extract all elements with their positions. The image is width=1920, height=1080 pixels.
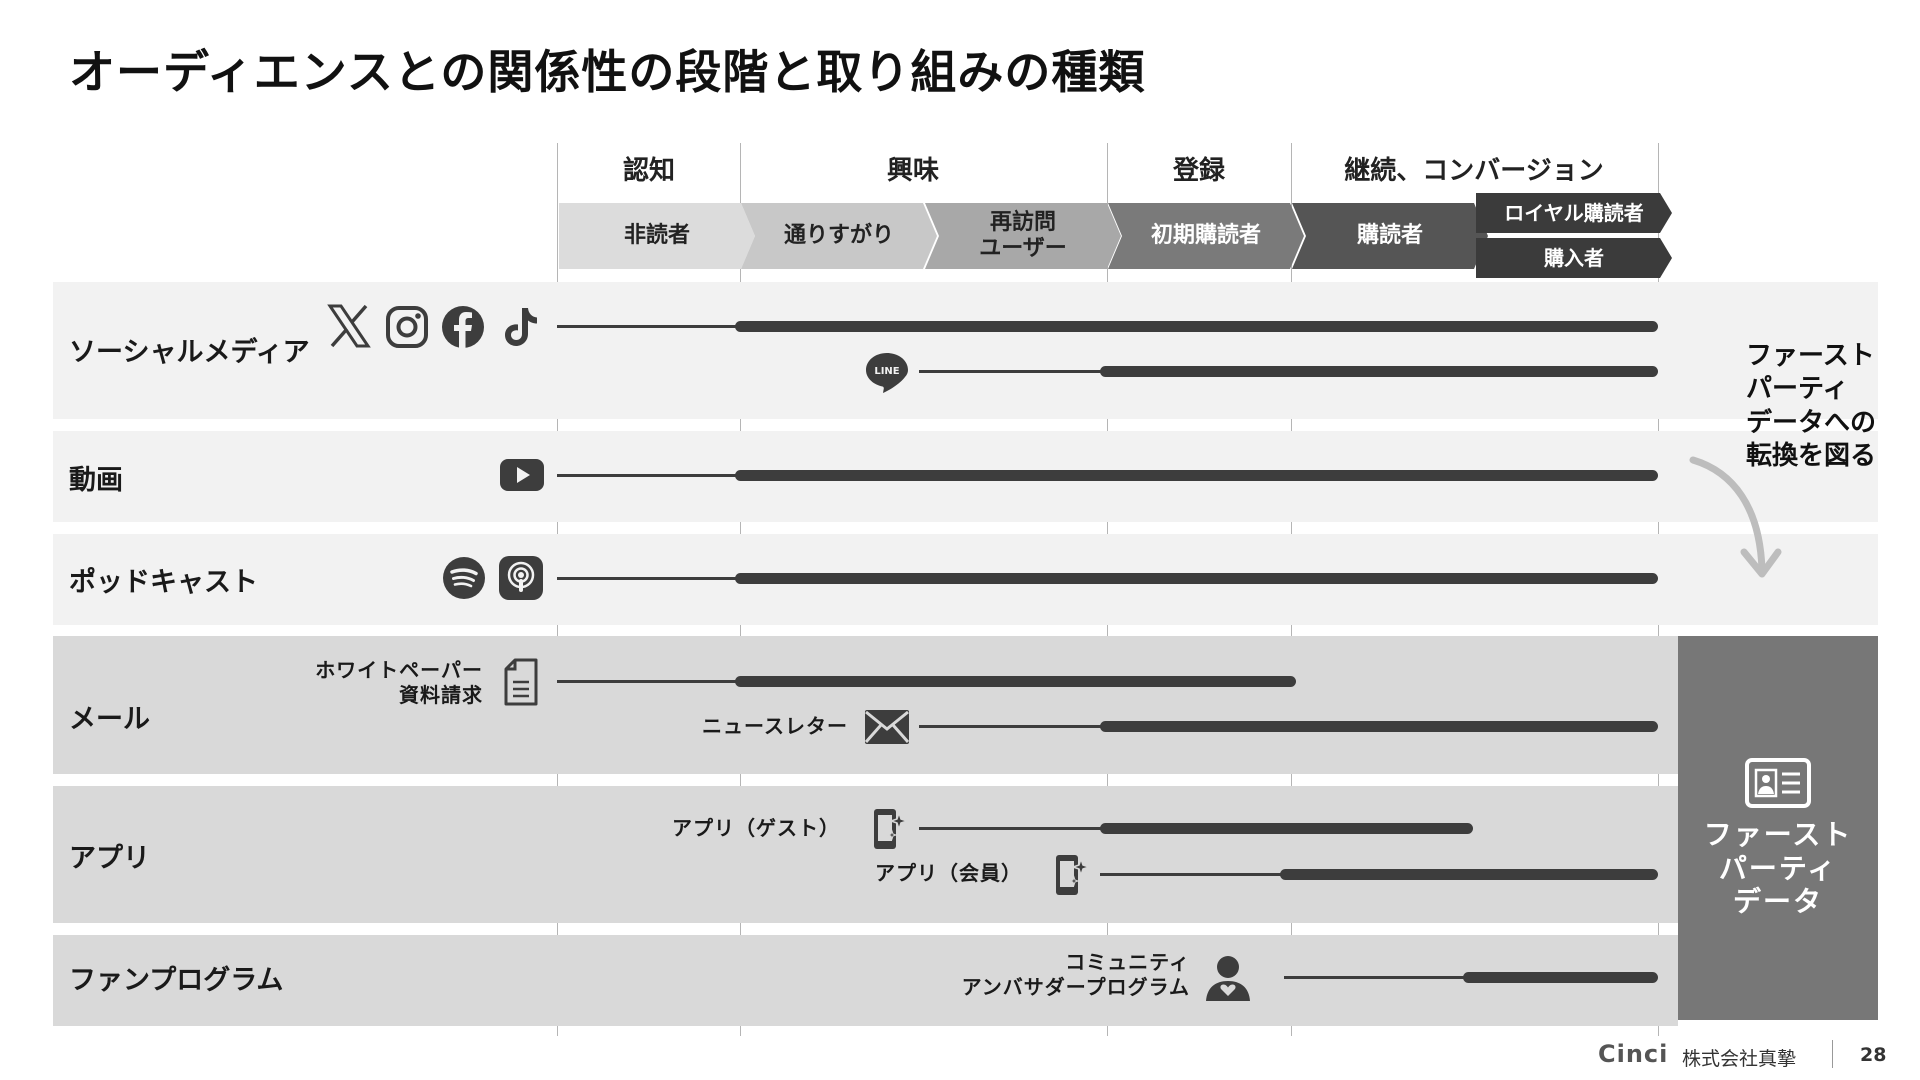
social-line-thin xyxy=(557,325,747,328)
app-member-line-thin xyxy=(1100,873,1300,876)
smartphone-sparkle-icon xyxy=(874,809,908,849)
row-label-mail: メール xyxy=(69,704,150,735)
row-label-app: アプリ xyxy=(69,843,150,874)
footer-divider xyxy=(1832,1040,1833,1068)
curved-arrow-icon xyxy=(1689,456,1782,578)
segment-purchaser-label: 購入者 xyxy=(1544,246,1604,270)
app-guest-line-thick xyxy=(1100,823,1473,834)
segment-revisit: 再訪問ユーザー xyxy=(925,203,1121,269)
segment-subscriber: 購読者 xyxy=(1292,203,1488,269)
page-title: オーディエンスとの関係性の段階と取り組みの種類 xyxy=(69,45,1146,99)
newsletter-label: ニュースレター xyxy=(702,714,848,738)
community-label: コミュニティ アンバサダープログラム xyxy=(962,950,1190,1000)
app-guest-line-thin xyxy=(919,827,1119,830)
row-label-fan: ファンプログラム xyxy=(69,965,284,996)
document-icon xyxy=(504,658,538,706)
conversion-note-line4: 転換を図る xyxy=(1746,440,1877,471)
community-label-line2: アンバサダープログラム xyxy=(961,975,1190,999)
row-label-video: 動画 xyxy=(69,465,123,496)
row-band-mail xyxy=(53,636,1678,774)
whitepaper-line-thick xyxy=(735,676,1296,687)
podcast-line-thick xyxy=(735,573,1658,584)
app-member-label: アプリ（会員） xyxy=(875,861,1022,885)
row-band-social xyxy=(53,282,1878,419)
segment-passerby-label: 通りすがり xyxy=(783,222,894,248)
conversion-note-line3: データへの xyxy=(1746,407,1877,438)
line-icon-text: LINE xyxy=(874,366,899,377)
conversion-note-line1: ファースト xyxy=(1746,341,1875,371)
page-number: 28 xyxy=(1860,1044,1887,1066)
community-label-line1: コミュニティ xyxy=(1065,950,1190,974)
stage-continuation-label: 継続、コンバージョン xyxy=(1344,156,1604,186)
whitepaper-label: ホワイトペーパー 資料請求 xyxy=(315,658,483,708)
row-band-fan xyxy=(53,935,1678,1026)
newsletter-line-thin xyxy=(919,725,1119,728)
first-party-data-line2: パーティ xyxy=(1718,851,1838,885)
video-line-thick xyxy=(735,470,1658,481)
tiktok-icon xyxy=(505,308,537,346)
x-icon xyxy=(327,304,371,348)
social-line-thick xyxy=(735,321,1658,332)
first-party-data-label: ファースト パーティ データ xyxy=(1678,818,1878,919)
footer-logo: Cinci xyxy=(1598,1040,1669,1068)
instagram-icon xyxy=(386,306,428,348)
community-line-thin xyxy=(1284,976,1484,979)
id-card-icon xyxy=(1745,758,1811,808)
smartphone-sparkle-icon xyxy=(1056,855,1090,895)
segment-initial-subscriber: 初期購読者 xyxy=(1108,203,1304,269)
newsletter-line-thick xyxy=(1100,721,1658,732)
row-label-podcast: ポッドキャスト xyxy=(69,567,258,598)
footer-company: 株式会社真摯 xyxy=(1682,1048,1797,1070)
segment-revisit-label: 再訪問ユーザー xyxy=(979,210,1067,263)
segment-loyal-subscriber-label: ロイヤル購読者 xyxy=(1504,201,1644,225)
segment-revisit-line1: 再訪問 xyxy=(989,209,1056,235)
row-band-app xyxy=(53,786,1678,923)
facebook-icon xyxy=(442,306,484,348)
spotify-icon xyxy=(443,557,485,599)
segment-initial-subscriber-label: 初期購読者 xyxy=(1150,222,1261,248)
stage-divider-overlay xyxy=(557,625,558,636)
whitepaper-label-line1: ホワイトペーパー xyxy=(315,658,483,682)
video-line-thin xyxy=(557,474,747,477)
envelope-icon xyxy=(864,710,910,744)
line-app-icon: LINE xyxy=(866,353,908,393)
app-guest-label: アプリ（ゲスト） xyxy=(672,816,840,840)
stage-awareness-label: 認知 xyxy=(622,156,676,186)
segment-revisit-line2: ユーザー xyxy=(979,236,1067,261)
whitepaper-label-line2: 資料請求 xyxy=(399,683,483,707)
podcast-line-thin xyxy=(557,577,747,580)
segment-subscriber-label: 購読者 xyxy=(1356,222,1423,248)
community-line-thick xyxy=(1463,972,1658,983)
segment-non-reader-label: 非読者 xyxy=(623,222,690,248)
segment-passerby: 通りすがり xyxy=(741,203,937,269)
stage-interest-label: 興味 xyxy=(886,156,940,186)
conversion-note: ファースト パーティ データへの 転換を図る xyxy=(1746,340,1876,473)
conversion-note-line2: パーティ xyxy=(1746,374,1849,405)
segment-non-reader: 非読者 xyxy=(559,203,755,269)
ambassador-person-icon xyxy=(1206,956,1250,1001)
stage-divider-overlay xyxy=(557,419,558,431)
stage-divider-overlay xyxy=(557,522,558,534)
line-app-line-thin xyxy=(919,370,1119,373)
row-label-social: ソーシャルメディア xyxy=(69,337,310,368)
youtube-icon xyxy=(500,459,544,491)
segment-purchaser: 購入者 xyxy=(1476,238,1672,278)
app-member-line-thick xyxy=(1280,869,1658,880)
line-app-line-thick xyxy=(1100,366,1658,377)
segment-loyal-subscriber: ロイヤル購読者 xyxy=(1476,193,1672,233)
first-party-data-line3: データ xyxy=(1732,885,1823,919)
whitepaper-line-thin xyxy=(557,680,747,683)
apple-podcasts-icon xyxy=(499,556,543,600)
first-party-data-box xyxy=(1678,636,1878,1020)
stage-registration-label: 登録 xyxy=(1172,156,1226,186)
first-party-data-line1: ファースト xyxy=(1703,818,1853,851)
